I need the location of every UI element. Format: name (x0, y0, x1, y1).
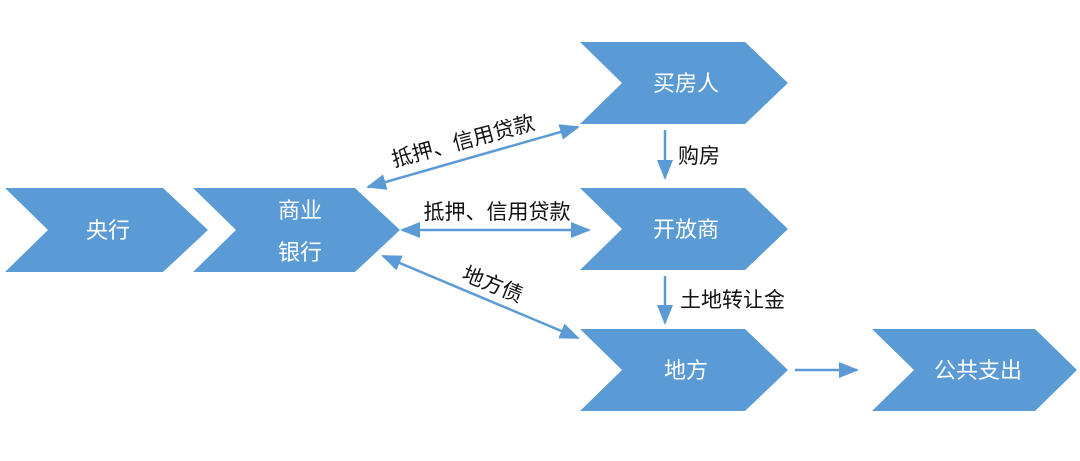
node-local-government-label: 地方 (664, 359, 708, 384)
node-central-bank-label: 央行 (86, 219, 130, 244)
node-local-government: 地方 (580, 329, 788, 411)
node-commercial-bank-label-line1: 商业 (278, 199, 322, 224)
node-commercial-bank: 商业 银行 (193, 188, 400, 272)
edge-label-bank-developer: 抵押、信用贷款 (424, 200, 571, 224)
node-home-buyer: 买房人 (580, 42, 788, 124)
node-public-spending: 公共支出 (872, 329, 1077, 411)
node-developer-label: 开放商 (653, 218, 719, 243)
edge-label-bank-buyer: 抵押、信用贷款 (389, 111, 537, 172)
node-home-buyer-label: 买房人 (653, 72, 719, 97)
edge-label-buyer-developer: 购房 (678, 144, 720, 168)
edge-label-bank-local: 地方债 (459, 262, 526, 308)
node-developer: 开放商 (580, 188, 788, 270)
connector-bank-buyer (366, 124, 580, 190)
node-central-bank: 央行 (5, 188, 208, 272)
node-commercial-bank-label-line2: 银行 (278, 241, 322, 266)
node-public-spending-label: 公共支出 (934, 359, 1022, 384)
edge-label-developer-local: 土地转让金 (680, 288, 785, 312)
connector-bank-local (381, 254, 580, 340)
